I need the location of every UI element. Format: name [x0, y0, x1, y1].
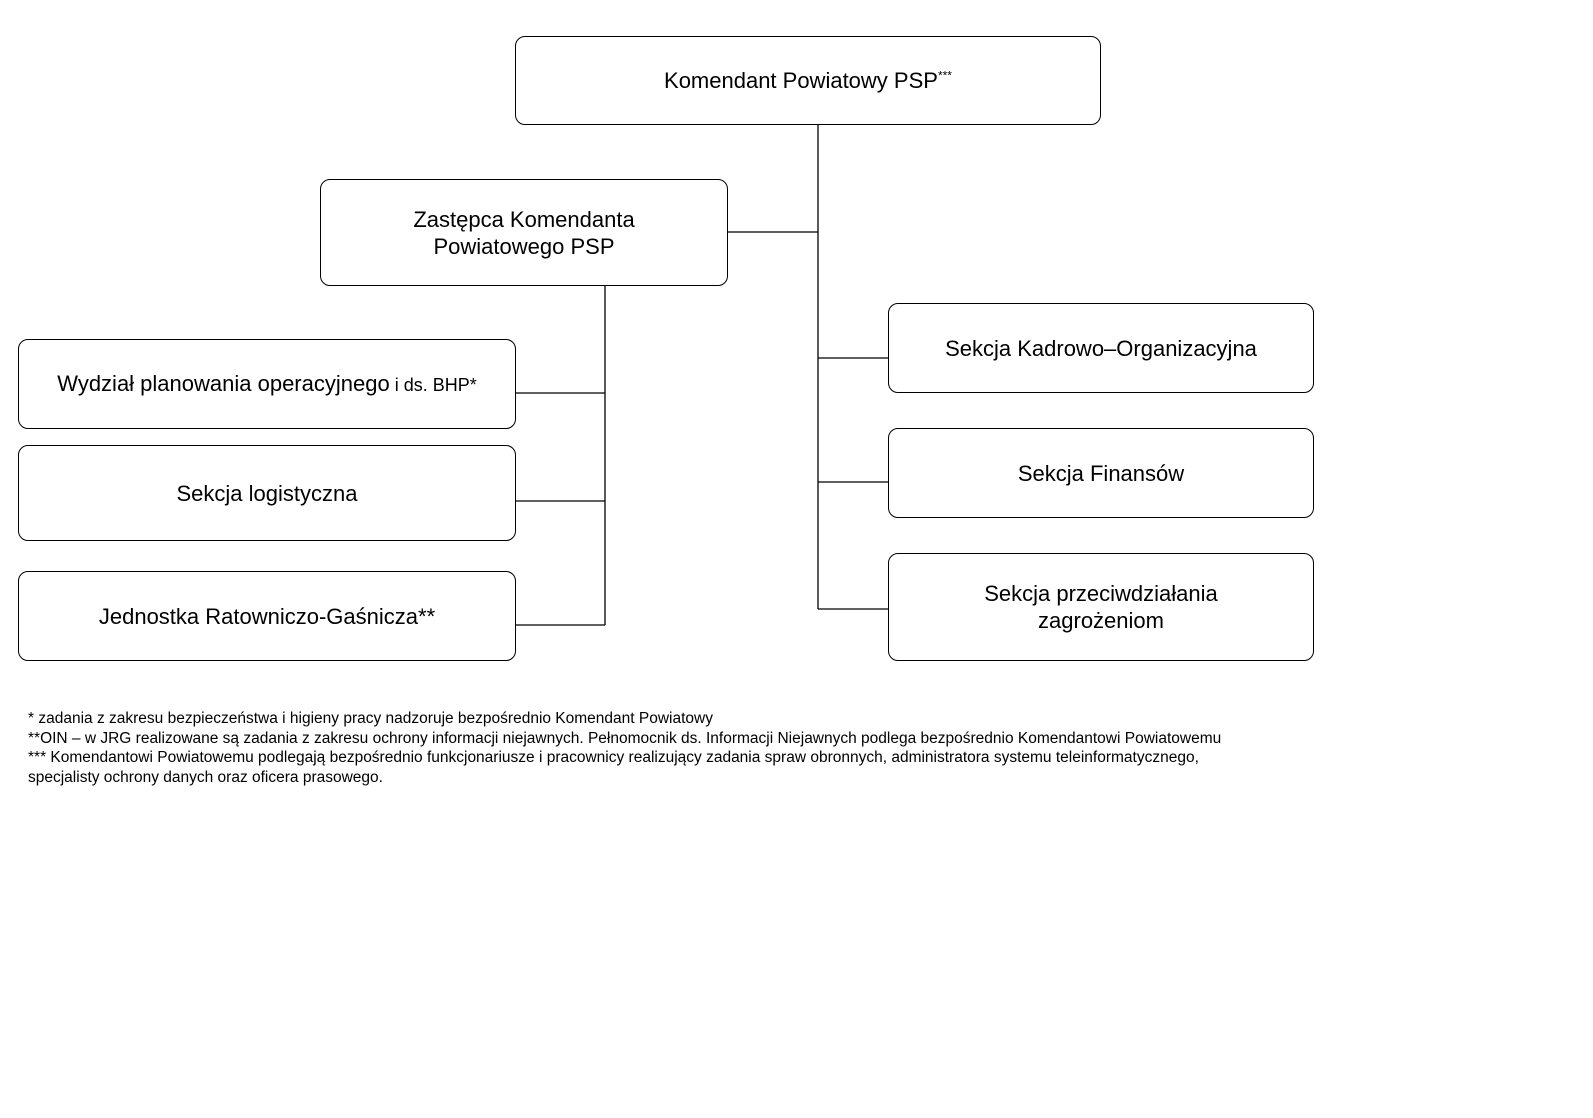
footnote-3: *** Komendantowi Powiatowemu podlegają b…: [28, 749, 1199, 786]
sekcja-finansow-box: Sekcja Finansów: [888, 428, 1314, 518]
sekcja-finansow-label: Sekcja Finansów: [1017, 460, 1185, 486]
commander-box: Komendant Powiatowy PSP***: [515, 36, 1101, 125]
wydzial-planowania-box: Wydział planowania operacyjnego i ds. BH…: [18, 339, 516, 429]
footnotes: * zadania z zakresu bezpieczeństwa i hig…: [28, 709, 1238, 787]
jrg-label: Jednostka Ratowniczo-Gaśnicza**: [98, 603, 436, 629]
sekcja-kadrowa-box: Sekcja Kadrowo–Organizacyjna: [888, 303, 1314, 393]
sekcja-logistyczna-box: Sekcja logistyczna: [18, 445, 516, 541]
sekcja-kadrowa-label: Sekcja Kadrowo–Organizacyjna: [945, 335, 1257, 361]
sekcja-przeciwdzialania-box: Sekcja przeciwdziałania zagrożeniom: [888, 553, 1314, 661]
commander-marker: ***: [937, 68, 952, 83]
footnote-1: * zadania z zakresu bezpieczeństwa i hig…: [28, 710, 713, 727]
footnote-2: **OIN – w JRG realizowane są zadania z z…: [28, 729, 1222, 747]
deputy-commander-box: Zastępca Komendanta Powiatowego PSP: [320, 179, 728, 286]
commander-label: Komendant Powiatowy PSP***: [664, 68, 952, 93]
sekcja-przeciwdzialania-label: Sekcja przeciwdziałania zagrożeniom: [984, 581, 1218, 633]
wydzial-planowania-label: Wydział planowania operacyjnego i ds. BH…: [57, 370, 477, 396]
jrg-box: Jednostka Ratowniczo-Gaśnicza**: [18, 571, 516, 661]
deputy-commander-label: Zastępca Komendanta Powiatowego PSP: [413, 206, 635, 259]
sekcja-logistyczna-label: Sekcja logistyczna: [176, 480, 358, 506]
